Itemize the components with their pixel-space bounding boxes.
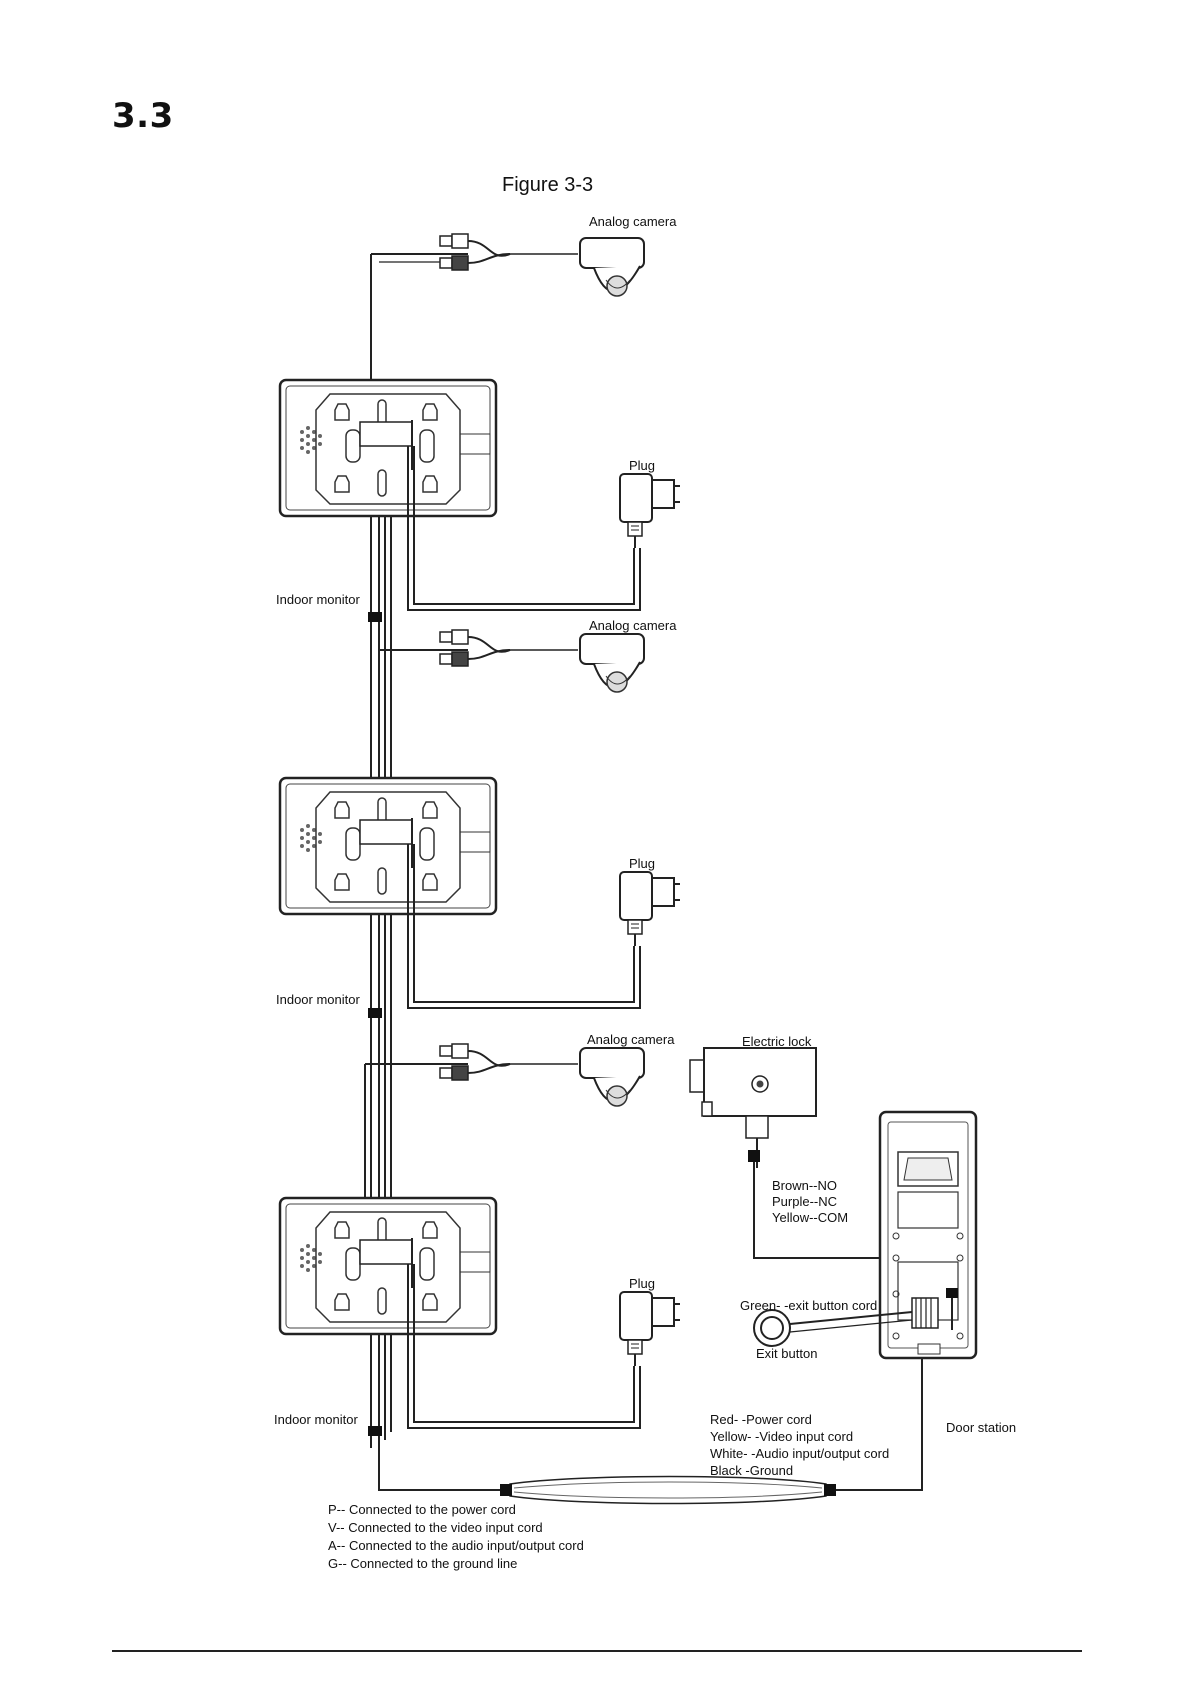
label-exit-button-cord: Green- -exit button cord [740,1298,877,1313]
legend-item: G-- Connected to the ground line [328,1556,517,1571]
footer-rule [112,1650,1082,1652]
lock-wiring-item: Purple--NC [772,1194,837,1209]
door-wiring-item: Yellow- -Video input cord [710,1429,853,1444]
label-analog-camera-1: Analog camera [589,214,677,229]
lock-wiring-list: Brown--NO Purple--NC Yellow--COM [772,1178,848,1225]
door-wiring-item: White- -Audio input/output cord [710,1446,889,1461]
label-indoor-monitor-2: Indoor monitor [276,992,360,1007]
lock-wiring-item: Yellow--COM [772,1210,848,1225]
plug-3 [619,1291,681,1367]
label-analog-camera-3: Analog camera [587,1032,675,1047]
plug-2 [619,871,681,947]
label-plug-3: Plug [629,1276,655,1291]
door-wiring-list: Red- -Power cord Yellow- -Video input co… [710,1412,889,1478]
legend-item: A-- Connected to the audio input/output … [328,1538,584,1553]
label-indoor-monitor-1: Indoor monitor [276,592,360,607]
label-indoor-monitor-3: Indoor monitor [274,1412,358,1427]
door-wiring-item: Red- -Power cord [710,1412,812,1427]
label-plug-1: Plug [629,458,655,473]
label-plug-2: Plug [629,856,655,871]
label-electric-lock: Electric lock [742,1034,812,1049]
indoor-monitor-3 [278,1196,498,1336]
section-number: 3.3 [112,96,174,136]
plug-1 [619,473,681,549]
door-station [878,1110,978,1360]
legend-item: V-- Connected to the video input cord [328,1520,543,1535]
electric-lock [689,1047,953,1292]
analog-camera-3 [439,1043,645,1107]
exit-button [753,1309,913,1347]
lock-wiring-item: Brown--NO [772,1178,837,1193]
analog-camera-2 [439,629,645,693]
indoor-monitor-1 [278,378,498,518]
figure-caption: Figure 3-3 [502,174,594,196]
legend-item: P-- Connected to the power cord [328,1502,516,1517]
label-analog-camera-2: Analog camera [589,618,677,633]
analog-camera-1 [439,233,645,297]
indoor-monitor-2 [278,776,498,916]
door-wiring-item: Black -Ground [710,1463,793,1478]
label-exit-button: Exit button [756,1346,817,1361]
legend: P-- Connected to the power cord V-- Conn… [328,1502,584,1571]
label-door-station: Door station [946,1420,1016,1435]
